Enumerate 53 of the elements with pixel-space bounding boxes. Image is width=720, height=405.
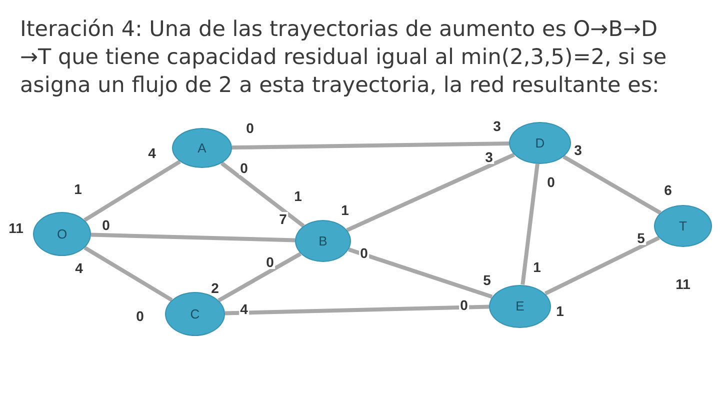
node-ellipse xyxy=(509,122,571,164)
total-flow-label: 11 xyxy=(674,277,692,291)
edge-line xyxy=(346,152,516,232)
node-label: E xyxy=(516,300,524,312)
residual-capacity-label: 0 xyxy=(101,218,111,232)
residual-capacity-label: 0 xyxy=(245,121,255,135)
residual-capacity-label: 0 xyxy=(135,309,145,323)
residual-capacity-label: 1 xyxy=(555,304,565,318)
residual-capacity-label: 1 xyxy=(73,182,83,196)
residual-capacity-label: 6 xyxy=(663,183,673,197)
node-label: O xyxy=(56,228,68,240)
total-flow-label: 11 xyxy=(8,221,24,235)
residual-capacity-label: 1 xyxy=(340,203,350,217)
node-ellipse xyxy=(654,205,712,247)
residual-capacity-label: 1 xyxy=(532,260,542,274)
residual-capacity-label: 5 xyxy=(482,273,492,287)
residual-capacity-label: 0 xyxy=(359,246,369,260)
residual-capacity-label: 3 xyxy=(492,119,502,133)
residual-capacity-label: 0 xyxy=(265,255,275,269)
edge-line xyxy=(562,154,662,215)
edge-line xyxy=(544,236,660,296)
node-ellipse xyxy=(295,220,351,262)
residual-capacity-label: 0 xyxy=(239,161,249,175)
edge-line xyxy=(220,162,305,228)
residual-capacity-label: 3 xyxy=(573,143,583,157)
node-label: C xyxy=(190,308,200,320)
description-text: Iteración 4: Una de las trayectorias de aumento es O→B→D →T que tiene capacidad residual igual al min(2,3,5)=2, si se asigna un flujo de 2 a esta trayectoria, la red resultante es: xyxy=(20,16,668,100)
node-label: A xyxy=(198,142,206,154)
residual-capacity-label: 5 xyxy=(636,231,646,245)
edge-line xyxy=(520,164,540,285)
edge-line xyxy=(218,252,302,302)
residual-capacity-label: 0 xyxy=(546,175,556,189)
node-ellipse xyxy=(33,212,91,256)
edge-line xyxy=(232,141,510,150)
residual-capacity-label: 2 xyxy=(210,281,220,295)
node-ellipse xyxy=(165,292,225,336)
node-ellipse xyxy=(489,284,551,328)
edge-line xyxy=(84,160,181,222)
edge-line xyxy=(224,304,490,316)
residual-capacity-label: 0 xyxy=(459,298,469,312)
residual-capacity-label: 7 xyxy=(278,212,288,226)
node-label: D xyxy=(535,136,545,150)
residual-capacity-label: 4 xyxy=(74,261,84,275)
edge-line xyxy=(90,232,296,242)
node-label: T xyxy=(679,220,687,232)
residual-capacity-label: 1 xyxy=(293,189,303,203)
edge-line xyxy=(84,246,173,302)
residual-capacity-label: 3 xyxy=(484,150,494,164)
node-label: B xyxy=(318,234,328,248)
edge-line xyxy=(348,248,493,299)
node-ellipse xyxy=(172,128,232,168)
residual-capacity-label: 4 xyxy=(147,146,157,160)
residual-capacity-label: 4 xyxy=(239,302,249,316)
